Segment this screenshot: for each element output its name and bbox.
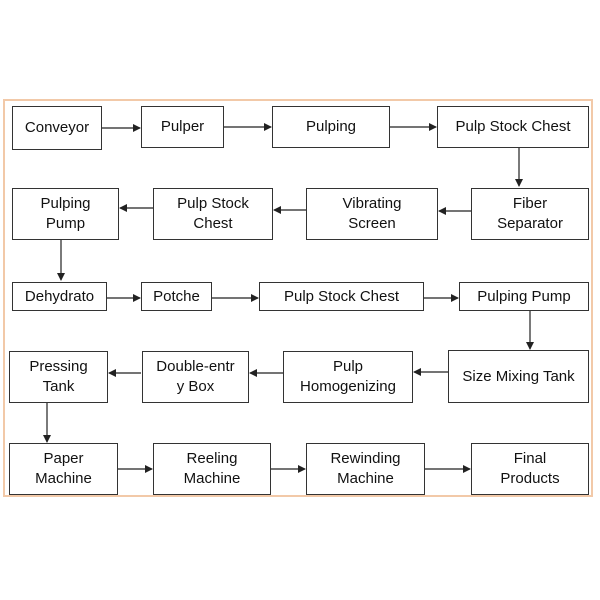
node-final-products: Final Products — [471, 443, 589, 495]
node-pulp-homogenizing: Pulp Homogenizing — [283, 351, 413, 403]
node-double-entry-box: Double-entr y Box — [142, 351, 249, 403]
node-pulping: Pulping — [272, 106, 390, 148]
node-size-mixing-tank: Size Mixing Tank — [448, 350, 589, 403]
node-pressing-tank: Pressing Tank — [9, 351, 108, 403]
node-pulp-stock-chest-3: Pulp Stock Chest — [259, 282, 424, 311]
node-dehydrato: Dehydrato — [12, 282, 107, 311]
node-rewinding-machine: Rewinding Machine — [306, 443, 425, 495]
node-pulper: Pulper — [141, 106, 224, 148]
node-pulp-stock-chest-1: Pulp Stock Chest — [437, 106, 589, 148]
node-paper-machine: Paper Machine — [9, 443, 118, 495]
node-pulping-pump-1: Pulping Pump — [12, 188, 119, 240]
node-fiber-separator: Fiber Separator — [471, 188, 589, 240]
node-pulp-stock-chest-2: Pulp Stock Chest — [153, 188, 273, 240]
node-pulping-pump-2: Pulping Pump — [459, 282, 589, 311]
node-reeling-machine: Reeling Machine — [153, 443, 271, 495]
node-potche: Potche — [141, 282, 212, 311]
node-vibrating-screen: Vibrating Screen — [306, 188, 438, 240]
node-conveyor: Conveyor — [12, 106, 102, 150]
